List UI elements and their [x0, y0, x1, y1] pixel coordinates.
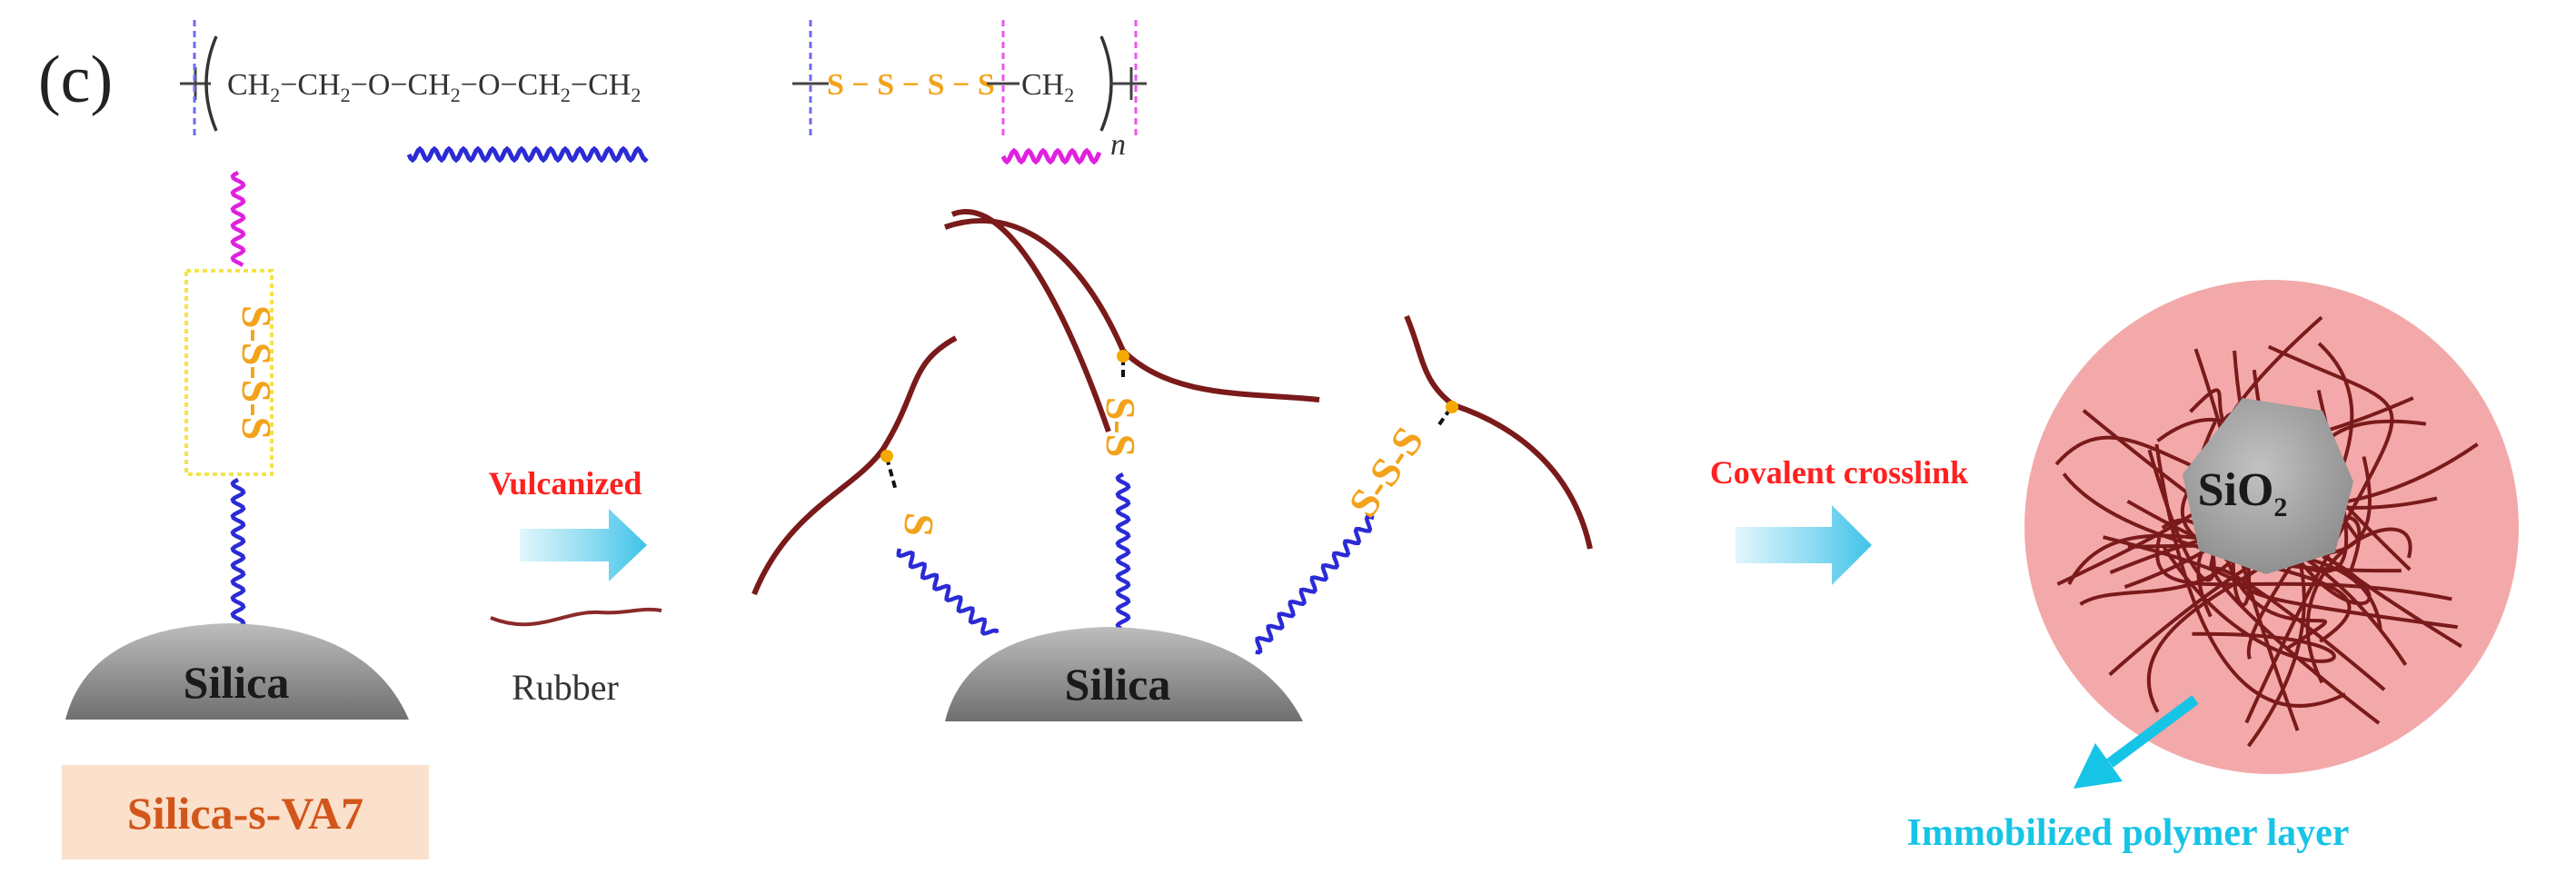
- ether-wave: [230, 477, 246, 627]
- rubber-chain-top: [941, 221, 1127, 345]
- methylene-wave: [230, 170, 246, 267]
- rubber-chain-1: [950, 209, 1111, 432]
- covalent-crosslink-label: Covalent crosslink: [1710, 454, 1968, 491]
- rubber-chain-upper: [941, 216, 1319, 400]
- silica-label-middle: Silica: [1065, 659, 1171, 710]
- left-parenthesis: [204, 35, 218, 132]
- repeat-unit-formula: CH2−CH2−O−CH2−O−CH2−CH2 S − S − S − S CH…: [180, 20, 1147, 165]
- right-parenthesis: [1099, 35, 1113, 132]
- silica-dome-left: [65, 623, 409, 720]
- layer-pointer-arrow: [2106, 695, 2199, 768]
- arrow-vulcanized: [520, 509, 647, 581]
- crosslink-node-3: [1446, 401, 1458, 413]
- rubber-chain-left: [751, 335, 958, 596]
- crosslink-step: Covalent crosslink: [1710, 454, 1968, 585]
- vulcanized-label: Vulcanized: [489, 465, 642, 502]
- methylene-wave-legend: [1000, 147, 1102, 165]
- polymer-chain: [2162, 546, 2336, 663]
- crosslink-node-1: [880, 450, 893, 462]
- sulfur-bridge-1: S: [895, 511, 943, 539]
- rubber-strand-sample: [490, 607, 662, 627]
- polymer-chain: [2218, 528, 2328, 651]
- ether-wave: [1255, 514, 1375, 655]
- rubber-chain-main: [944, 217, 1320, 402]
- vulcanization-step: Vulcanized Rubber: [489, 465, 662, 708]
- polymer-chain: [2154, 443, 2346, 708]
- ether-wave-legend: [406, 145, 649, 164]
- silica-core-label: SiO2: [2198, 464, 2288, 522]
- sulfur-highlight-box: [184, 269, 274, 476]
- sulfur-segment-text: S − S − S − S: [827, 68, 995, 102]
- immobilized-layer-label: Immobilized polymer layer: [1907, 812, 2350, 854]
- sulfur-chain-vertical: S-S-S-S: [234, 305, 280, 440]
- rubber-chain-right: [1404, 314, 1593, 550]
- arrow-crosslink: [1736, 505, 1872, 585]
- silica-core: [2183, 398, 2353, 574]
- polymer-chain: [2244, 344, 2394, 724]
- layer-pointer-head: [2074, 743, 2123, 789]
- silica-label-left: Silica: [184, 657, 290, 708]
- name-tag-text: Silica-s-VA7: [127, 788, 363, 839]
- panel-label: (c): [38, 43, 113, 117]
- rubber-label: Rubber: [512, 667, 619, 708]
- repeat-subscript: n: [1110, 128, 1126, 162]
- sulfur-bridge-2: S-S: [1098, 397, 1144, 457]
- name-tag-background: [62, 765, 429, 859]
- sulfur-bridge-3: S-S-S: [1339, 419, 1432, 526]
- crosslink-node-2: [1117, 350, 1129, 363]
- silica-s-va7-structure: S-S-S-S Silica Silica-s-VA7: [62, 170, 429, 859]
- ether-wave: [1115, 472, 1131, 631]
- ether-segment-text: CH2−CH2−O−CH2−O−CH2−CH2: [227, 68, 641, 106]
- vulcanized-silica-structure: S S-S S-S-S Silica: [751, 209, 1593, 721]
- polymer-chain: [2305, 527, 2412, 684]
- silica-dome-middle: [945, 627, 1303, 721]
- ether-wave: [896, 548, 1000, 636]
- silica-particle-with-polymer-layer: SiO2 Immobilized polymer layer: [1907, 280, 2519, 854]
- methylene-segment-text: CH2: [1021, 68, 1074, 106]
